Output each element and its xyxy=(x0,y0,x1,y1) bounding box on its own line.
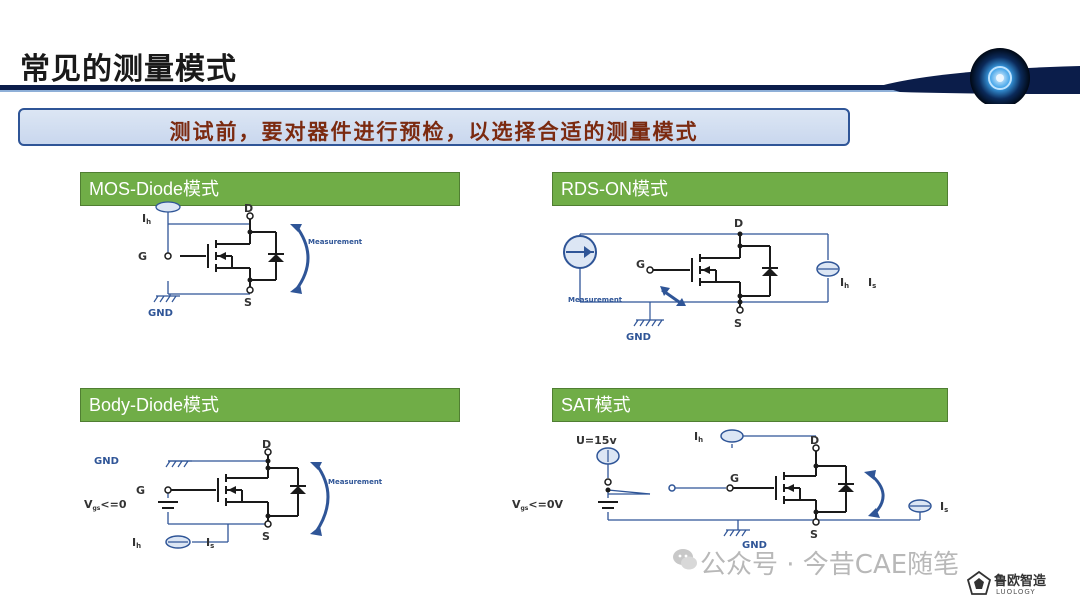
g-label: G xyxy=(636,258,645,271)
measurement-arrow xyxy=(314,463,330,533)
is-label: Is xyxy=(940,500,948,514)
g-label: G xyxy=(136,484,145,497)
circuit-rds-on: D G S GND Measurement Ih Is xyxy=(563,217,876,343)
vgs-label: Vgs<=0 xyxy=(84,498,127,512)
d-label: D xyxy=(734,217,743,230)
gnd-label: GND xyxy=(626,332,651,343)
measurement-label: Measurement xyxy=(568,296,623,304)
panel-label-body-diode: Body-Diode模式 xyxy=(80,388,460,422)
u-label: U=15v xyxy=(576,434,617,447)
ih-label: Ih xyxy=(132,536,141,550)
d-label: D xyxy=(262,438,271,451)
panel-label-mos-diode: MOS-Diode模式 xyxy=(80,172,460,206)
d-label: D xyxy=(244,202,253,215)
subtitle-text: 测试前，要对器件进行预检，以选择合适的测量模式 xyxy=(169,119,699,144)
measurement-label: Measurement xyxy=(308,238,363,246)
wechat-icon xyxy=(673,549,697,570)
g-label: G xyxy=(138,250,147,263)
ih-label: Ih xyxy=(694,430,703,444)
header-rule xyxy=(0,48,1080,104)
g-label: G xyxy=(730,472,739,485)
is-label: Is xyxy=(868,276,876,290)
circuit-mos-diode: Ih D G S GND Measurement xyxy=(138,201,363,319)
logo-name: 鲁欧智造 xyxy=(994,574,1047,589)
gnd-label: GND xyxy=(148,308,173,319)
logo-sub: LUOLOGY xyxy=(996,588,1036,596)
header-line-light xyxy=(0,90,1000,92)
panel-label-rds-on: RDS-ON模式 xyxy=(552,172,948,206)
ih-source-symbol xyxy=(720,429,744,443)
subtitle-box: 测试前，要对器件进行预检，以选择合适的测量模式 xyxy=(18,108,850,146)
logo-icon xyxy=(966,570,992,595)
d-label: D xyxy=(810,434,819,447)
s-label: S xyxy=(262,530,270,543)
watermark-text: 公众号 · 今昔CAE随笔 xyxy=(700,550,960,580)
ih-source-symbol xyxy=(155,201,181,213)
ih-label: Ih xyxy=(840,276,849,290)
gnd-label: GND xyxy=(742,540,767,551)
measurement-arrow xyxy=(294,225,310,291)
vgs-label: Vgs<=0V xyxy=(512,498,563,512)
gnd-label: GND xyxy=(94,456,119,467)
circuit-body-diode: GND D G S Vgs<=0 Measurement Ih Is xyxy=(84,438,383,550)
measurement-label: Measurement xyxy=(328,478,383,486)
measurement-arrow xyxy=(869,472,885,516)
header-line-dark xyxy=(0,85,1000,90)
panel-label-sat: SAT模式 xyxy=(552,388,948,422)
page-title: 常见的测量模式 xyxy=(20,52,237,87)
circuit-sat: U=15v Ih D G S Vgs<=0V GND Is xyxy=(512,429,948,551)
is-label: Is xyxy=(206,536,214,550)
s-label: S xyxy=(244,296,252,309)
s-label: S xyxy=(810,528,818,541)
s-label: S xyxy=(734,317,742,330)
ih-label: Ih xyxy=(142,212,151,226)
